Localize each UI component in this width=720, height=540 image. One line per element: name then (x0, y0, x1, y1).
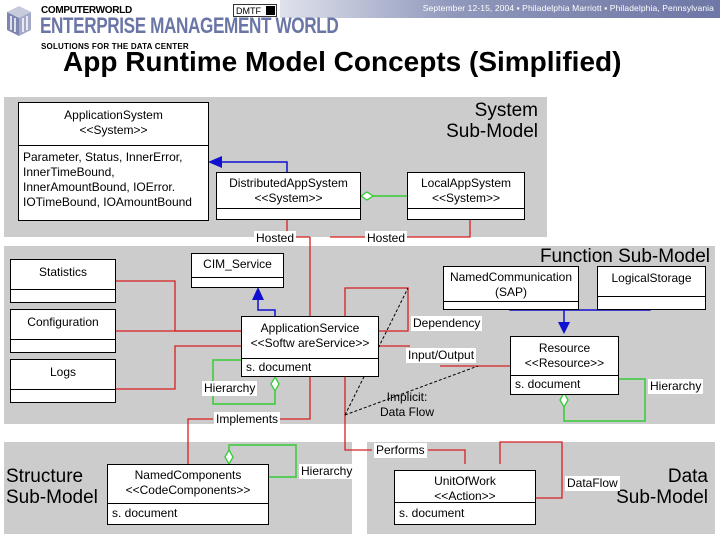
class-name: NamedComponents (134, 468, 242, 482)
class-configuration[interactable]: Configuration (10, 309, 116, 353)
class-name: DistributedAppSystem (229, 176, 348, 190)
class-stereotype: (SAP) (494, 285, 527, 299)
class-named-components[interactable]: NamedComponents <<CodeComponents>> s. do… (107, 464, 269, 525)
relation-dataflow-label: DataFlow (565, 476, 620, 491)
class-local-app-system[interactable]: LocalAppSystem <<System>> (407, 172, 525, 220)
relation-dependency-label: Dependency (411, 316, 483, 331)
relation-hosted-label: Hosted (254, 231, 297, 246)
logs-line (115, 345, 241, 390)
relation-hierarchy-label: Hierarchy (648, 379, 704, 394)
aggregation-resource-hierarchy (563, 378, 646, 422)
aggregation-diamond-icon (224, 448, 234, 466)
class-stereotype: <<CodeComponents>> (125, 483, 251, 497)
class-cim-service[interactable]: CIM_Service (191, 253, 284, 288)
class-stereotype: <<System>> (431, 191, 501, 205)
class-distributed-app-system[interactable]: DistributedAppSystem <<System>> (216, 172, 361, 220)
dmtf-logo: DMTF (233, 4, 277, 17)
class-unit-of-work[interactable]: UnitOfWork <<Action>> s. document (394, 470, 536, 525)
class-application-system[interactable]: ApplicationSystem <<System>> Parameter, … (18, 102, 209, 221)
class-attributes: s. document (246, 360, 312, 374)
class-named-communication[interactable]: NamedCommunication (SAP) (443, 266, 579, 310)
statistics-line (115, 280, 241, 332)
inheritance-arrow-icon (208, 156, 222, 168)
implements-line-components (187, 418, 213, 464)
class-attributes: s. document (515, 377, 581, 391)
performs-line (344, 376, 372, 451)
class-application-service[interactable]: ApplicationService <<Softw areService>> … (241, 316, 379, 377)
class-logs[interactable]: Logs (10, 359, 116, 403)
class-stereotype: <<Softw areService>> (250, 336, 370, 350)
class-attributes: s. document (399, 506, 465, 520)
function-sub-model-label: Function Sub-Model (539, 246, 710, 267)
inheritance-arrowheads (208, 156, 570, 334)
data-sub-model-label: Data Sub-Model (616, 466, 708, 508)
logo-computerworld: COMPUTERWORLD (41, 5, 132, 16)
class-resource[interactable]: Resource <<Resource>> s. document (510, 336, 619, 395)
class-name: Configuration (11, 310, 115, 340)
class-stereotype: <<Action>> (434, 489, 496, 503)
relation-implements-label: Implements (214, 412, 281, 427)
class-name: Statistics (11, 260, 115, 290)
relation-performs-label: Performs (374, 443, 427, 458)
aggregation-diamond-icon (559, 391, 569, 409)
page-title: App Runtime Model Concepts (Simplified) (63, 46, 622, 77)
dmtf-text: DMTF (236, 6, 261, 16)
aggregation-service-hierarchy (212, 359, 276, 405)
relation-hierarchy-label: Hierarchy (299, 464, 355, 479)
inheritance-arrow-icon (558, 322, 570, 334)
implicit-flow-resource (344, 365, 479, 416)
dataflow-line (499, 441, 563, 499)
class-name: LocalAppSystem (420, 176, 512, 190)
class-logical-storage[interactable]: LogicalStorage (597, 266, 706, 310)
event-banner: September 12-15, 2004 ▪ Philadelphia Mar… (280, 0, 720, 18)
logo-tagline: SOLUTIONS FOR THE DATA CENTER (41, 42, 189, 51)
hosted-line-local (407, 219, 471, 238)
event-banner-text: September 12-15, 2004 ▪ Philadelphia Mar… (422, 3, 714, 13)
relation-hierarchy-label: Hierarchy (202, 381, 258, 396)
class-name: Logs (11, 360, 115, 390)
association-lines (115, 219, 563, 499)
class-stereotype: <<System>> (254, 191, 323, 205)
class-name: NamedCommunication (449, 270, 573, 284)
class-name: ApplicationSystem (64, 108, 163, 122)
class-name: LogicalStorage (598, 267, 705, 297)
class-attributes: Parameter, Status, InnerError, InnerTime… (23, 150, 192, 209)
inheritance-arrow-icon (252, 287, 264, 300)
performs-line-unit (428, 449, 466, 464)
relation-hosted-label: Hosted (365, 231, 408, 246)
dmtf-mark-icon (266, 6, 275, 15)
class-stereotype: <<Resource>> (524, 356, 605, 370)
relation-implicit-data-flow-label: Implicit: Data Flow (380, 390, 435, 419)
class-name: UnitOfWork (434, 474, 496, 488)
aggregation-diamond-icon (359, 191, 375, 201)
logo-cube-icon (7, 6, 31, 36)
structure-sub-model-label: Structure Sub-Model (6, 466, 98, 508)
class-name: Resource (538, 341, 591, 355)
implements-line (278, 376, 311, 420)
relation-input-output-label: Input/Output (406, 348, 477, 363)
system-sub-model-label: System Sub-Model (446, 100, 538, 142)
logo-enterprise-management-world: ENTERPRISE MANAGEMENT WORLD (40, 13, 339, 38)
class-name: CIM_Service (192, 254, 283, 278)
class-statistics[interactable]: Statistics (10, 259, 116, 303)
aggregation-diamond-icon (270, 375, 280, 393)
class-name: ApplicationService (260, 321, 360, 335)
inherit-distributed-to-appsystem (222, 161, 288, 172)
inherit-service-to-cim (257, 300, 276, 318)
class-stereotype: <<System>> (79, 123, 148, 137)
class-attributes: s. document (112, 506, 178, 520)
